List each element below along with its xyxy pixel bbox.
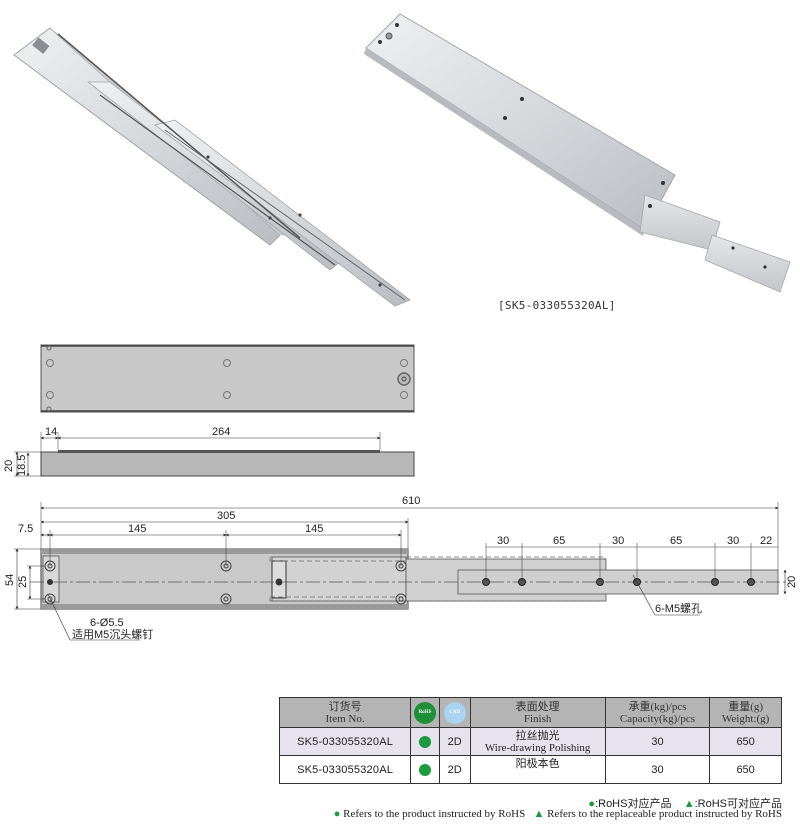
dim-20-rail: 20	[786, 576, 798, 588]
dim-264: 264	[212, 426, 230, 438]
dim-145-a: 145	[128, 523, 146, 535]
dim-30-c: 30	[727, 535, 739, 547]
callout-hole-size: 6-Ø5.5	[90, 617, 124, 629]
side-view: 14 264 20 18.5	[3, 426, 415, 477]
extended-view: 610 305 7.5 145 145 30 65 30 65 30 22 54…	[4, 495, 798, 641]
circle-icon: ●	[333, 808, 341, 820]
dim-65-b: 65	[670, 535, 682, 547]
table-row: SK5-033055320AL 2D 阳极本色 30 650	[278, 755, 782, 784]
rohs-compliant-icon	[418, 735, 431, 748]
triangle-icon: ▲	[533, 808, 545, 820]
rohs-compliant-icon	[418, 763, 431, 776]
product-caption: [SK5-033055320AL]	[498, 299, 616, 312]
cad-type[interactable]: 2D	[438, 727, 471, 756]
dim-14: 14	[45, 426, 57, 438]
legend-cn: ●:RoHS对应产品 ▲:RoHS可对应产品	[588, 798, 782, 810]
dim-30-b: 30	[612, 535, 624, 547]
weight: 650	[709, 727, 782, 756]
item-number: SK5-033055320AL	[278, 727, 412, 756]
photo-closed-slide	[364, 13, 791, 293]
rohs-icon: RoHS	[413, 701, 436, 724]
dim-7-5: 7.5	[18, 523, 33, 535]
dim-145-b: 145	[305, 523, 323, 535]
photo-extended-slide	[13, 27, 411, 307]
dim-610: 610	[402, 495, 420, 507]
cad-type[interactable]: 2D	[438, 755, 471, 784]
callout-m5-thread: 6-M5螺孔	[655, 602, 702, 615]
capacity: 30	[604, 755, 711, 784]
dim-305: 305	[217, 510, 235, 522]
rohs-status	[410, 727, 440, 756]
triangle-icon: ▲	[683, 798, 695, 810]
capacity: 30	[604, 727, 711, 756]
dim-65-a: 65	[553, 535, 565, 547]
dim-20-side: 20	[3, 460, 15, 472]
item-number: SK5-033055320AL	[278, 755, 412, 784]
dim-22: 22	[760, 535, 772, 547]
top-view	[40, 344, 415, 413]
dim-25: 25	[17, 576, 29, 588]
header-cad: CAD	[438, 697, 471, 728]
rohs-status	[410, 755, 440, 784]
header-rohs: RoHS	[410, 697, 440, 728]
dim-54: 54	[4, 574, 16, 586]
legend-en: ● Refers to the product instructed by Ro…	[333, 808, 782, 820]
callout-screw-note: 适用M5沉头螺钉	[72, 628, 153, 641]
header-weight: 重量(g)Weight:(g)	[709, 697, 782, 728]
cad-file-icon: CAD	[443, 701, 466, 724]
dim-18-5: 18.5	[16, 455, 28, 476]
dim-30-a: 30	[497, 535, 509, 547]
product-photos	[13, 13, 791, 307]
technical-drawing: 14 264 20 18.5	[3, 344, 798, 641]
circle-icon: ●	[588, 798, 596, 810]
weight: 650	[709, 755, 782, 784]
finish: 阳极本色	[469, 755, 606, 784]
